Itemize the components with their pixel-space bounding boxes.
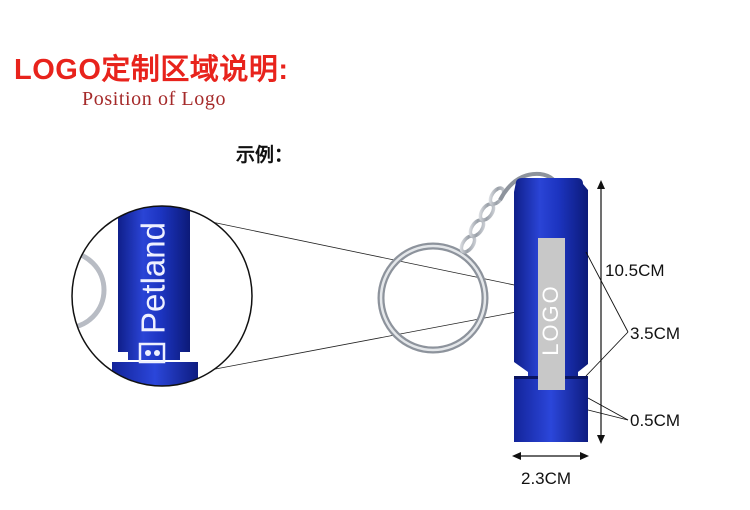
zoom-line-top bbox=[177, 214, 549, 293]
page-title: LOGO定制区域说明: bbox=[14, 54, 289, 86]
zoom-brand-text: Petland bbox=[135, 222, 172, 334]
dimension-length-line bbox=[597, 180, 605, 444]
dimension-width-line bbox=[512, 452, 589, 460]
page-subtitle: Position of Logo bbox=[82, 88, 227, 110]
dimension-logo-leaders bbox=[585, 251, 629, 377]
dimension-length-label: 10.5CM bbox=[605, 261, 665, 280]
whistle: LOGO bbox=[514, 178, 588, 442]
dimension-gap-label: 0.5CM bbox=[630, 411, 681, 430]
key-chain bbox=[459, 186, 506, 254]
dimension-width-label: 2.3CM bbox=[521, 469, 572, 488]
zoom-detail: Petland bbox=[72, 206, 252, 386]
zoom-circle bbox=[71, 205, 253, 387]
example-label: 示例： bbox=[236, 145, 294, 166]
logo-area-text: LOGO bbox=[538, 284, 563, 356]
logo-area bbox=[538, 238, 565, 390]
brand-logo-mark bbox=[138, 342, 166, 364]
dimension-gap-leaders bbox=[587, 397, 629, 421]
dimension-logo-label: 3.5CM bbox=[630, 324, 681, 343]
